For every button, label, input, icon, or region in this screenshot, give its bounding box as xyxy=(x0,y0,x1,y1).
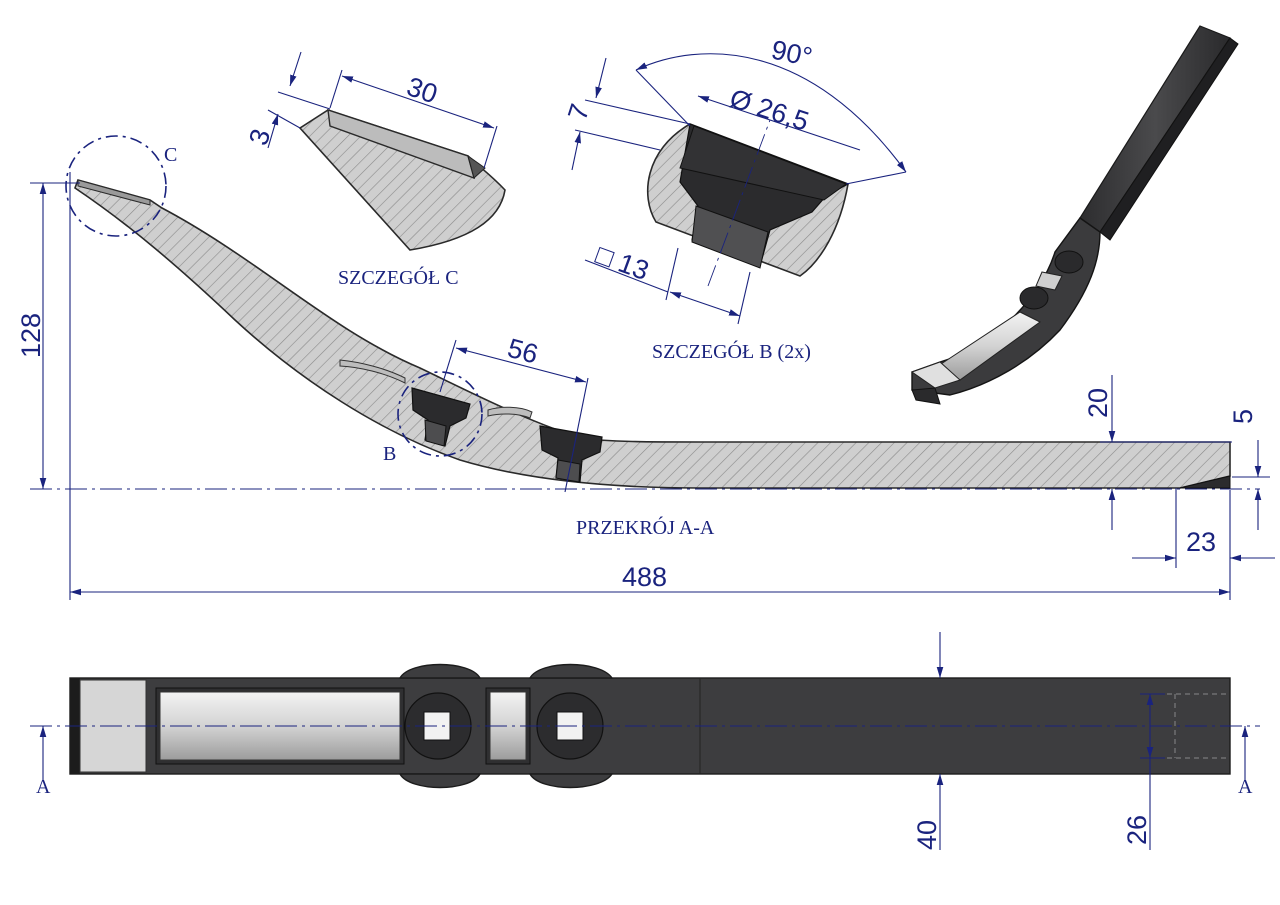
dim-detail-c-step: 3 xyxy=(243,125,276,149)
dim-tip-thickness: 5 xyxy=(1228,409,1258,424)
detail-b-circle xyxy=(397,371,483,457)
dim-hole-spacing: 56 xyxy=(504,333,541,370)
detail-c-view: 30 3 SZCZEGÓŁ C xyxy=(243,51,506,289)
isometric-view xyxy=(910,25,1239,405)
countersink-hole-2 xyxy=(539,425,603,483)
countersink-hole-1 xyxy=(411,387,471,447)
top-view: A A 40 26 xyxy=(30,632,1260,850)
detail-b-title: SZCZEGÓŁ B (2x) xyxy=(652,339,811,363)
section-marker-left: A xyxy=(36,776,51,798)
section-title: PRZEKRÓJ A-A xyxy=(576,515,715,539)
dim-detail-c-length: 30 xyxy=(403,71,441,109)
detail-c-marker: C xyxy=(164,144,177,166)
dim-total-length: 488 xyxy=(622,562,667,592)
detail-b-view: 90° Ø 26,5 7 □ 13 SZCZEGÓŁ B (2x) xyxy=(562,35,907,363)
section-marker-right: A xyxy=(1238,776,1253,798)
dim-width: 40 xyxy=(912,820,942,850)
detail-c-title: SZCZEGÓŁ C xyxy=(338,265,459,289)
dim-detail-b-square: □ 13 xyxy=(592,239,653,286)
dim-height: 128 xyxy=(16,313,46,358)
dim-c-length-line xyxy=(341,75,495,129)
detail-c-circle xyxy=(65,135,167,237)
detail-b-marker: B xyxy=(383,443,396,465)
dim-detail-b-depth: 7 xyxy=(562,100,595,124)
section-body xyxy=(74,179,1231,489)
dim-slot-width: 26 xyxy=(1122,815,1152,845)
dim-detail-b-diameter: Ø 26,5 xyxy=(726,83,812,137)
dim-spacing-line xyxy=(455,347,587,383)
dim-thickness: 20 xyxy=(1083,388,1113,418)
dim-detail-b-angle: 90° xyxy=(769,35,815,73)
dim-tip-length: 23 xyxy=(1186,527,1216,557)
section-a-a-view: C B 128 488 56 20 5 23 PRZEKRÓJ A-A xyxy=(16,135,1275,600)
